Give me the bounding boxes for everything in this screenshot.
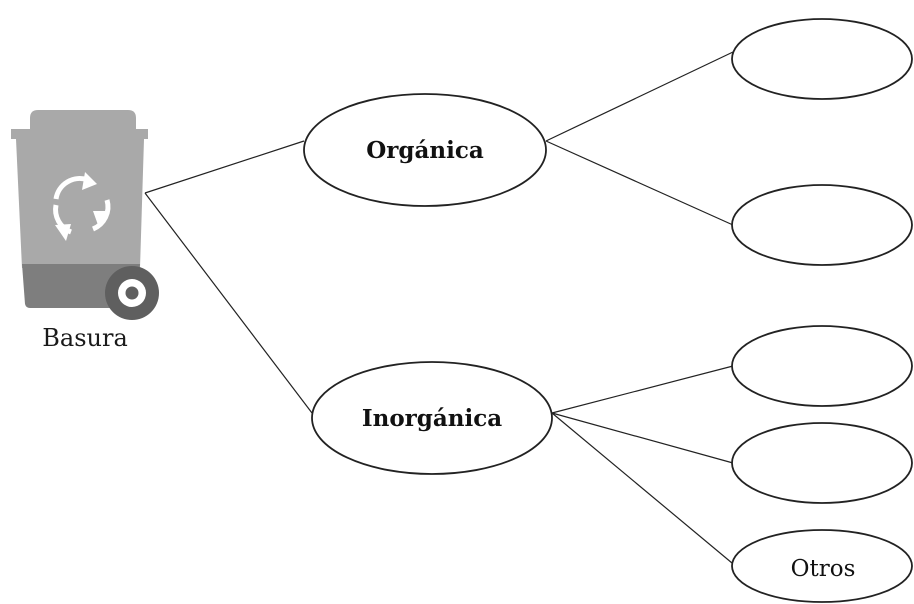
category-node-inorganica (311, 361, 553, 475)
connector-lines (144, 51, 739, 569)
connector-root-organica (144, 140, 305, 194)
category-label-organica: Orgánica (366, 137, 484, 164)
root-label: Basura (42, 324, 128, 352)
connector-inorganica-leaf-2 (551, 412, 734, 464)
leaf-node-inorganica-1 (731, 325, 913, 407)
leaf-node-organica-2 (731, 184, 913, 266)
connector-root-inorganica (144, 192, 313, 414)
category-node-organica (303, 93, 547, 207)
leaf-label-inorganica-3: Otros (791, 556, 856, 582)
connector-inorganica-leaf-1 (551, 365, 734, 414)
leaf-node-organica-1 (731, 18, 913, 100)
leaf-node-inorganica-2 (731, 422, 913, 504)
trash-bin-recycle-icon (11, 110, 159, 320)
connector-organica-leaf-1 (545, 51, 734, 142)
connector-organica-leaf-2 (545, 140, 734, 226)
connector-inorganica-leaf-3 (551, 412, 739, 569)
leaf-node-inorganica-3 (731, 529, 913, 603)
category-label-inorganica: Inorgánica (362, 405, 502, 432)
